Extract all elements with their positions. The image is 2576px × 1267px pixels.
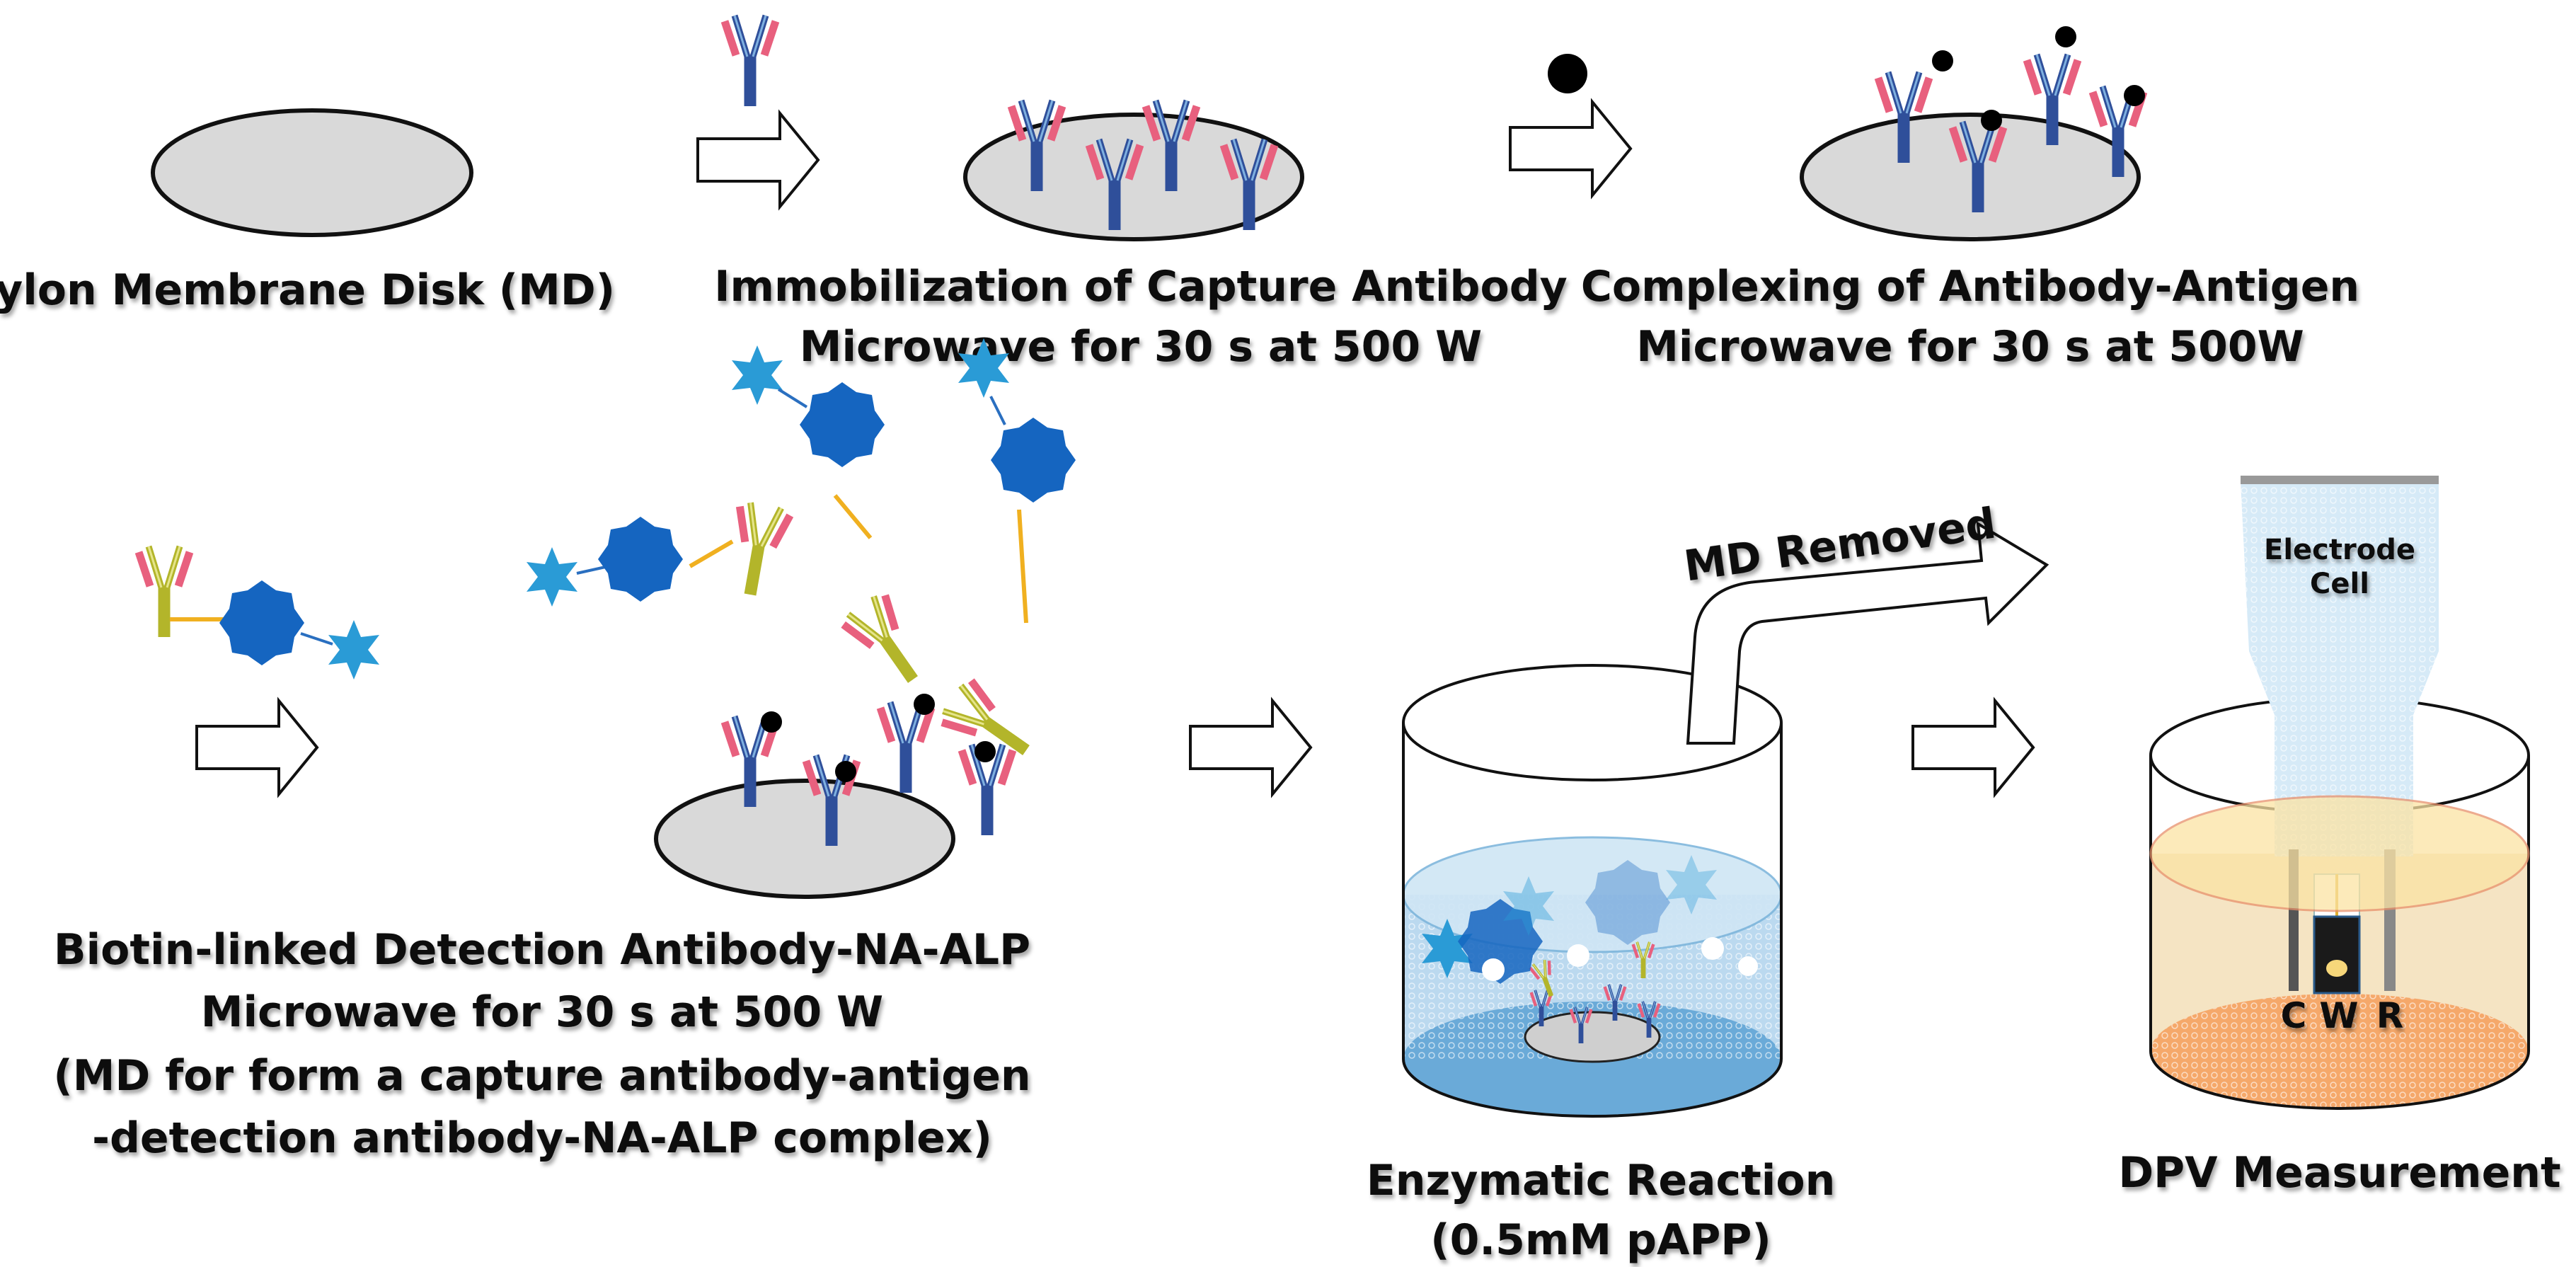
step2-title: Immobilization of Capture Antibody [714, 262, 1568, 311]
solution-surface [2149, 795, 2530, 912]
md-removed-arrow [1686, 521, 2049, 745]
arrow-icon [1189, 699, 1312, 796]
step4-condition: Microwave for 30 s at 500 W [201, 987, 883, 1037]
working-electrode [2313, 915, 2361, 994]
step4-note-line2: -detection antibody-NA-ALP complex) [92, 1113, 992, 1163]
electrode-cell [2241, 476, 2439, 994]
enzymatic-reaction-beaker [1402, 664, 1783, 1118]
step1-title: Nylon Membrane Disk (MD) [0, 265, 615, 315]
step2-condition: Microwave for 30 s at 500 W [800, 322, 1482, 372]
step3-title: Complexing of Antibody-Antigen [1581, 262, 2359, 311]
arrow-icon [1509, 101, 1632, 197]
electrode-c-label: C [2281, 995, 2307, 1036]
arrow-icon [696, 112, 820, 208]
step5-condition: (0.5mM pAPP) [1430, 1215, 1771, 1265]
step3-condition: Microwave for 30 s at 500W [1636, 322, 2304, 372]
step1-membrane-disk [151, 108, 473, 237]
arrow-icon [1911, 699, 2035, 796]
capture-antibody-icon [725, 16, 776, 106]
step4-note-line1: (MD for form a capture antibody-antigen [53, 1051, 1030, 1101]
detection-antibody-na-alp-icon [139, 546, 379, 680]
antigen-icon [1548, 54, 1587, 93]
step4-title: Biotin-linked Detection Antibody-NA-ALP [54, 925, 1030, 975]
electrode-label-line2: Cell [2310, 568, 2369, 600]
electrode-w-label: W [2319, 995, 2358, 1036]
step5-title: Enzymatic Reaction [1367, 1156, 1836, 1205]
step2-disk-with-antibodies [963, 101, 1304, 241]
arrow-icon [195, 699, 318, 796]
step6-title: DPV Measurement [2118, 1148, 2560, 1198]
step3-antibody-antigen-disk [1800, 26, 2145, 241]
electrode-label-line1: Electrode [2264, 534, 2415, 566]
electrode-r-label: R [2376, 995, 2404, 1036]
step4-complex-disk [527, 338, 1076, 899]
